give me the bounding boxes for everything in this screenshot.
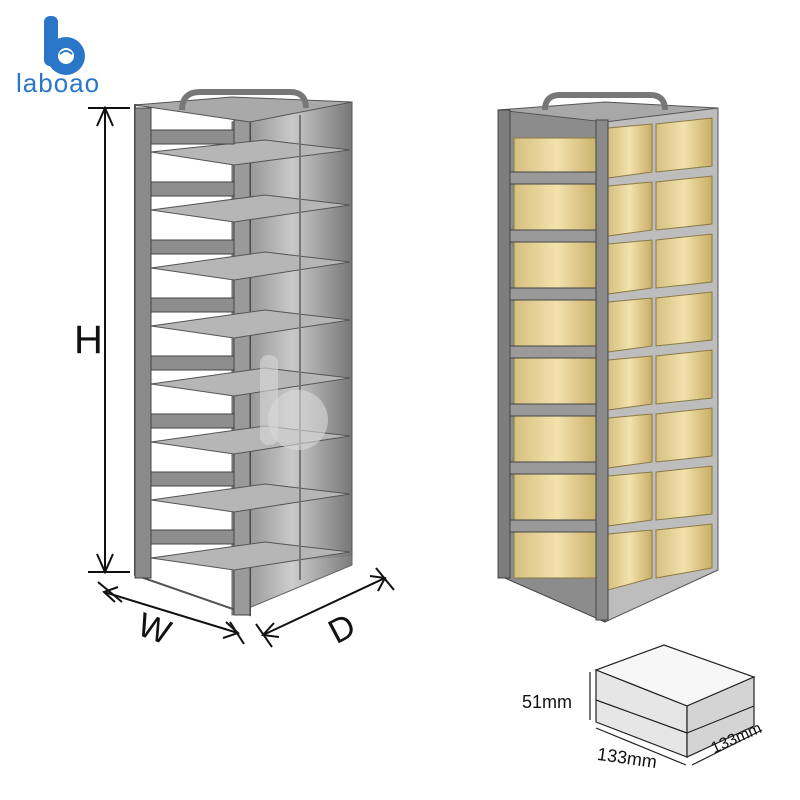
depth-arrow xyxy=(255,567,395,648)
width-arrow xyxy=(97,581,245,645)
height-arrow xyxy=(88,105,130,575)
brand-name: laboao xyxy=(16,68,101,98)
box-height-label: 51mm xyxy=(522,692,573,712)
storage-box-diagram xyxy=(589,644,763,766)
height-label: H xyxy=(74,318,103,362)
filled-rack xyxy=(497,92,719,623)
laboao-logo xyxy=(44,16,85,75)
empty-rack xyxy=(134,89,353,617)
watermark xyxy=(260,355,328,450)
